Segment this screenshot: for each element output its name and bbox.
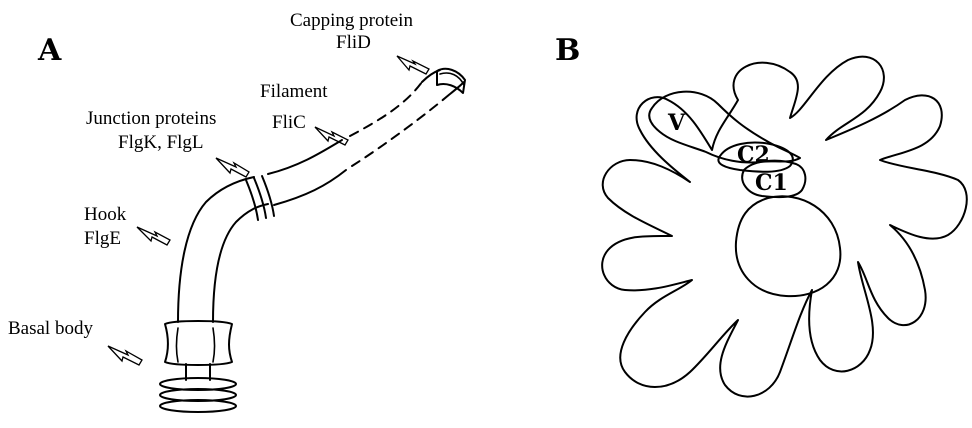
basal-body-label: Basal body bbox=[8, 318, 93, 339]
filament-dashed-upper bbox=[350, 82, 422, 136]
basal-body-inner-wall-right bbox=[213, 328, 215, 362]
capping-protein-label: Capping protein bbox=[290, 10, 413, 31]
junction-proteins-name: FlgK, FlgL bbox=[118, 132, 204, 153]
hook-outer-wall bbox=[178, 177, 254, 322]
domain-v-label: V bbox=[667, 110, 686, 136]
basal-body-arrow-icon bbox=[108, 346, 142, 365]
filament-arrow-icon bbox=[315, 127, 348, 145]
filament-label: Filament bbox=[260, 81, 328, 102]
cross-section-drawing bbox=[602, 57, 967, 397]
hook-name: FlgE bbox=[84, 228, 121, 249]
basal-body-cylinder bbox=[165, 321, 232, 365]
cross-section-outline bbox=[602, 57, 967, 397]
filament-upper-wall bbox=[268, 140, 342, 174]
capping-protein-name: FliD bbox=[336, 32, 371, 53]
panel-b: B V C2 C1 bbox=[555, 33, 967, 397]
capping-arrow-icon bbox=[397, 56, 429, 74]
hook-label: Hook bbox=[84, 204, 127, 225]
junction-proteins-label: Junction proteins bbox=[86, 108, 216, 129]
hook-inner-wall bbox=[213, 204, 268, 322]
hook-arrow-icon bbox=[137, 227, 170, 245]
domain-c1-label: C1 bbox=[755, 170, 788, 196]
panel-a: A Capping protein FliD Filament FliC Jun… bbox=[8, 10, 465, 412]
central-channel bbox=[736, 196, 841, 296]
filament-dashed-lower bbox=[352, 94, 450, 166]
panel-a-letter: A bbox=[37, 33, 62, 68]
filament-name: FliC bbox=[272, 112, 306, 133]
filament-lower-wall bbox=[274, 170, 346, 205]
basal-body-inner-wall-left bbox=[177, 328, 179, 362]
junction-arrow-icon bbox=[216, 158, 249, 177]
domain-c2-label: C2 bbox=[737, 142, 770, 168]
panel-b-letter: B bbox=[555, 33, 580, 68]
